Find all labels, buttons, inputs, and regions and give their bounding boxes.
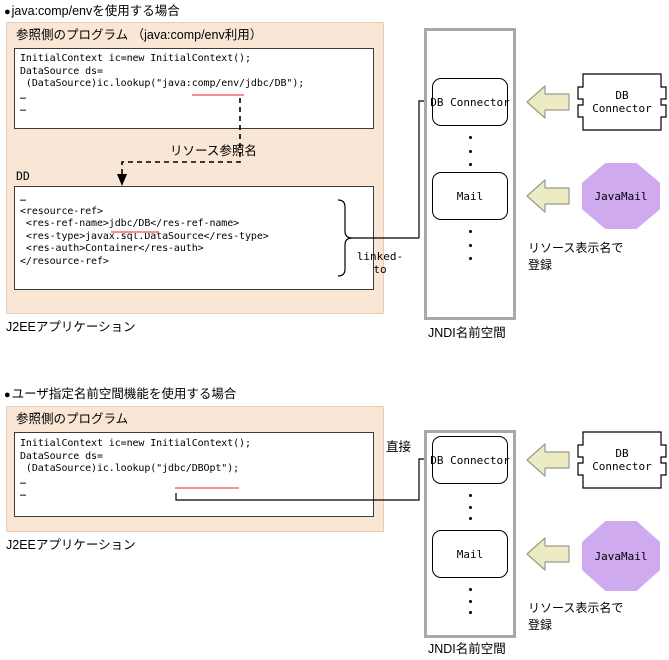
source-javamail-1[interactable]: JavaMail xyxy=(582,163,660,229)
bullet-icon: ● xyxy=(4,6,11,18)
register-note-2: リソース表示名で 登録 xyxy=(528,601,624,632)
resource-ref-name-label: リソース参照名 xyxy=(170,144,257,158)
direct-label: 直接 xyxy=(386,440,412,454)
source-db-connector-1[interactable] xyxy=(577,73,667,131)
source-db-connector-label-1: DB Connector xyxy=(592,89,652,115)
jndi-dots-1b xyxy=(467,230,473,260)
jndi-node-db-connector-2[interactable]: DB Connector xyxy=(430,436,510,484)
source-db-connector-label-2: DB Connector xyxy=(592,447,652,473)
jndi-node-db-connector-1[interactable]: DB Connector xyxy=(430,78,510,126)
program-code-box-2 xyxy=(14,432,374,517)
section-2-direct-line xyxy=(175,454,442,501)
jndi-dots-2a xyxy=(467,494,473,520)
jndi-caption-2: JNDI名前空間 xyxy=(428,642,506,656)
register-arrow-db-2 xyxy=(526,443,570,477)
dd-code: … <resource-ref> <res-ref-name>jdbc/DB</… xyxy=(20,193,269,267)
section-2-heading: ●ユーザ指定名前空間機能を使用する場合 xyxy=(4,387,236,402)
program-code-box-1 xyxy=(14,48,374,129)
jdbc-dbopt-underline xyxy=(175,487,239,489)
panel-1-title: 参照側のプログラム （java:comp/env利用） xyxy=(16,28,263,42)
jndi-caption-1: JNDI名前空間 xyxy=(428,326,506,340)
panel-2-caption: J2EEアプリケーション xyxy=(6,538,136,552)
register-arrow-mail-1 xyxy=(526,179,570,213)
register-arrow-db-1 xyxy=(526,85,570,119)
panel-2-title: 参照側のプログラム xyxy=(16,412,129,426)
dd-label: DD xyxy=(16,169,30,183)
jndi-dots-2b xyxy=(467,588,473,614)
program-code-1: InitialContext ic=new InitialContext(); … xyxy=(20,53,305,115)
linked-to-label: linked- to xyxy=(356,250,404,276)
section-1-heading: ●java:comp/envを使用する場合 xyxy=(4,4,180,19)
jdbc-db-underline-2 xyxy=(111,231,159,233)
section-1-connectors xyxy=(117,98,419,277)
program-code-2: InitialContext ic=new InitialContext(); … xyxy=(20,438,251,500)
jndi-dots-1a xyxy=(467,136,473,166)
section-2-heading-text: ユーザ指定名前空間機能を使用する場合 xyxy=(11,387,237,401)
register-note-1: リソース表示名で 登録 xyxy=(528,241,624,272)
panel-1-caption: J2EEアプリケーション xyxy=(6,320,136,334)
source-db-connector-2[interactable] xyxy=(577,431,667,489)
source-javamail-2[interactable]: JavaMail xyxy=(582,521,660,591)
bullet-icon-2: ● xyxy=(4,389,11,401)
jdbc-db-underline-1 xyxy=(192,94,244,96)
section-1-heading-text: java:comp/envを使用する場合 xyxy=(11,4,180,18)
jndi-node-mail-1[interactable]: Mail xyxy=(432,172,508,220)
dd-code-box xyxy=(14,186,374,290)
register-arrow-mail-2 xyxy=(526,537,570,571)
jndi-node-mail-2[interactable]: Mail xyxy=(432,530,508,578)
